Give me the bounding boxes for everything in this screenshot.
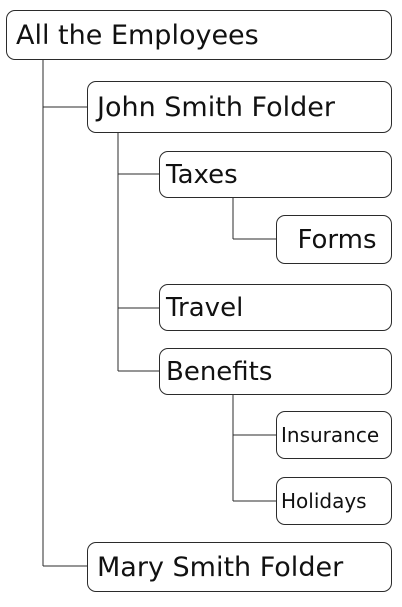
folder-node-mary-smith[interactable]: Mary Smith Folder [87, 542, 392, 592]
folder-node-forms[interactable]: Forms [276, 215, 392, 264]
folder-node-label: Forms [297, 224, 377, 255]
folder-node-label: Holidays [281, 489, 367, 513]
folder-node-taxes[interactable]: Taxes [159, 151, 392, 198]
folder-node-label: Mary Smith Folder [97, 551, 344, 583]
folder-node-label: Insurance [281, 423, 380, 447]
folder-node-label: All the Employees [16, 19, 259, 51]
folder-node-insurance[interactable]: Insurance [276, 411, 392, 459]
folder-node-travel[interactable]: Travel [159, 284, 392, 331]
folder-node-label: Benefits [166, 356, 273, 387]
folder-node-john-smith[interactable]: John Smith Folder [87, 81, 392, 133]
folder-node-all-employees[interactable]: All the Employees [6, 10, 392, 60]
folder-node-holidays[interactable]: Holidays [276, 477, 392, 525]
folder-node-benefits[interactable]: Benefits [159, 348, 392, 395]
folder-node-label: Taxes [166, 159, 238, 190]
folder-node-label: Travel [166, 292, 244, 323]
folder-node-label: John Smith Folder [97, 91, 335, 123]
